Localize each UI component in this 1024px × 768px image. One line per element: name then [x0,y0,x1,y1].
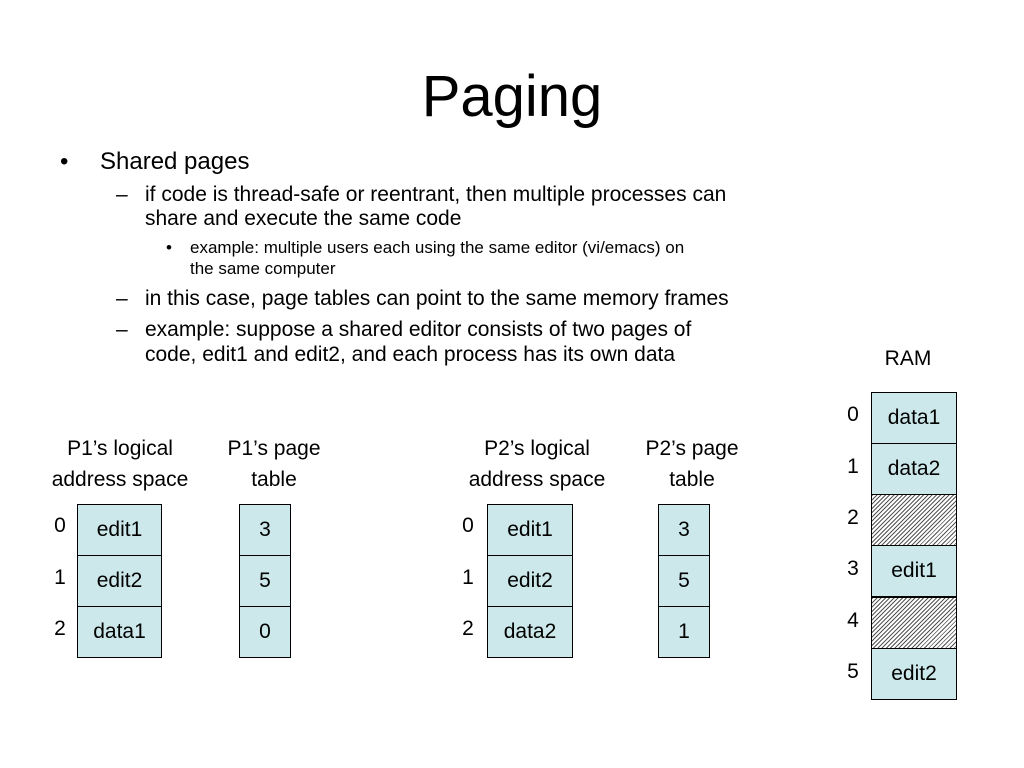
p1-logical-label-line2: address space [51,468,189,491]
ram-frame-index: 4 [847,609,859,632]
ram-frame-index: 5 [847,660,859,683]
ram-frame-free [871,597,957,649]
subbullet-shared-editor: example: suppose a shared editor consist… [145,318,692,341]
ram-frame: edit1 [871,545,957,597]
dash-marker: – [116,183,128,206]
p1-page-table-entry: 5 [239,555,291,607]
p1-page-table-entry: 0 [239,606,291,658]
p1-logical-page: edit2 [77,555,162,607]
ram-label: RAM [884,347,932,370]
p2-logical-label-line2: address space [468,468,606,491]
p2-logical-label: P2’s logical address space [437,433,637,495]
p1-page-table-label: P1’s page table [204,433,344,495]
p1-page-table-label-line1: P1’s page [227,437,321,460]
bullet-marker-small: • [166,238,172,257]
p1-logical-label: P1’s logical address space [20,433,220,495]
ram-frame: edit2 [871,648,957,700]
p2-page-index: 1 [462,566,474,589]
ram-frame: data2 [871,443,957,495]
p2-page-index: 2 [462,617,474,640]
p2-page-table-entry: 1 [658,606,710,658]
ram-frame-index: 0 [847,403,859,426]
subbullet-thread-safe: if code is thread-safe or reentrant, the… [145,183,727,206]
p1-logical-page: edit1 [77,504,162,556]
ram-frame-index: 1 [847,455,859,478]
p2-page-table-label: P2’s page table [622,433,762,495]
p1-page-table-entry: 3 [239,504,291,556]
p2-page-table-entry: 5 [658,555,710,607]
p1-logical-label-line1: P1’s logical [67,437,173,460]
p1-page-index: 2 [54,617,66,640]
dash-marker: – [116,318,128,341]
p2-logical-page: edit1 [487,504,573,556]
p2-page-table-label-line1: P2’s page [645,437,739,460]
subbullet-page-tables: in this case, page tables can point to t… [145,287,729,310]
ram-frame-index: 2 [847,506,859,529]
p2-page-index: 0 [462,514,474,537]
bullet-marker: • [60,148,69,175]
ram-frame-index: 3 [847,557,859,580]
slide-title: Paging [421,64,603,129]
p1-page-index: 1 [54,566,66,589]
subsubbullet-example-editor-cont: the same computer [190,259,336,278]
p2-page-table-entry: 3 [658,504,710,556]
subsubbullet-example-editor: example: multiple users each using the s… [190,238,685,257]
dash-marker: – [116,287,128,310]
p2-logical-label-line1: P2’s logical [484,437,590,460]
p1-logical-page: data1 [77,606,162,658]
p1-page-index: 0 [54,514,66,537]
p2-logical-page: data2 [487,606,573,658]
ram-frame-free [871,494,957,546]
p2-page-table-label-line2: table [669,468,715,491]
bullet-shared-pages: Shared pages [100,148,250,175]
subbullet-thread-safe-cont: share and execute the same code [145,207,462,230]
p2-logical-page: edit2 [487,555,573,607]
ram-frame: data1 [871,392,957,444]
p1-page-table-label-line2: table [251,468,297,491]
subbullet-shared-editor-cont: code, edit1 and edit2, and each process … [145,343,676,366]
